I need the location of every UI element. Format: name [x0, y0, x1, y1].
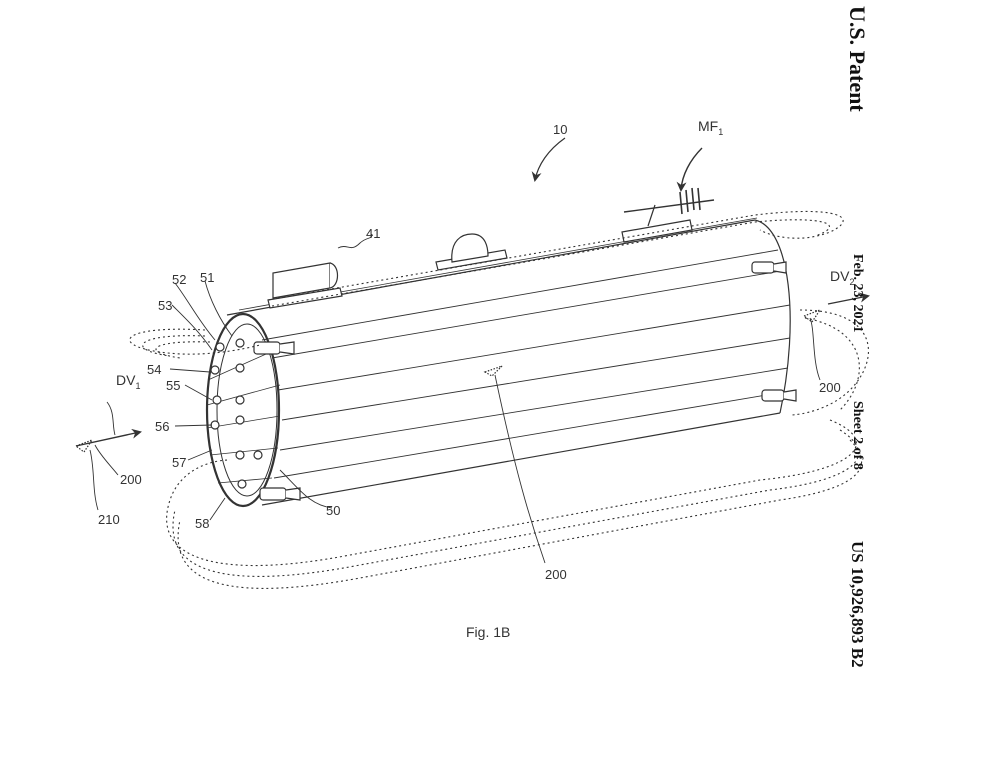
reference-57-text: 57: [172, 455, 187, 470]
label-dv2: DV2: [830, 268, 854, 287]
reference-200-left: 200: [120, 472, 142, 487]
label-mf1: MF1: [698, 118, 723, 137]
reference-58: 58: [195, 516, 209, 531]
reference-200-right-text: 200: [819, 380, 841, 395]
reference-52-text: 52: [172, 272, 187, 287]
mf1-sub: 1: [718, 126, 724, 137]
top-components: [267, 187, 715, 309]
reference-57: 57: [172, 455, 186, 470]
reference-51-text: 51: [200, 270, 215, 285]
reference-41: 41: [366, 226, 380, 241]
reference-50: 50: [326, 503, 340, 518]
reference-210: 210: [98, 512, 120, 527]
thrusters: [253, 261, 797, 501]
arrows: [74, 137, 870, 453]
dv2-sub: 2: [849, 276, 855, 287]
reference-50-text: 50: [326, 503, 341, 518]
field-lines: [129, 210, 869, 589]
cylinder-body: [226, 217, 791, 506]
reference-210-text: 210: [98, 512, 120, 527]
mf1-main: MF: [698, 118, 719, 134]
reference-55: 55: [166, 378, 180, 393]
reference-200-bottom: 200: [545, 567, 567, 582]
label-dv1: DV1: [116, 372, 140, 391]
patent-office-title: U.S. Patent: [845, 6, 870, 112]
reference-200-right: 200: [819, 380, 841, 395]
reference-56-text: 56: [155, 419, 170, 434]
reference-56: 56: [155, 419, 169, 434]
reference-200-left-text: 200: [120, 472, 142, 487]
patent-header-rotated: U.S. Patent Feb. 23, 2021 Sheet 2 of 8 U…: [843, 6, 871, 766]
patent-number: US 10,926,893 B2: [848, 541, 867, 668]
dv1-sub: 1: [135, 380, 141, 391]
patent-date: Feb. 23, 2021: [850, 254, 865, 333]
reference-51: 51: [200, 270, 214, 285]
figure-caption: Fig. 1B: [466, 624, 511, 640]
reference-58-text: 58: [195, 516, 210, 531]
reference-41-text: 41: [366, 226, 381, 241]
reference-53-text: 53: [158, 298, 173, 313]
reference-10: 10: [553, 122, 567, 137]
reference-54: 54: [147, 362, 161, 377]
reference-10-text: 10: [553, 122, 568, 137]
reference-200-bottom-text: 200: [545, 567, 567, 582]
front-ring: [205, 312, 281, 508]
reference-54-text: 54: [147, 362, 162, 377]
dv2-main: DV: [830, 268, 850, 284]
reference-53: 53: [158, 298, 172, 313]
reference-52: 52: [172, 272, 186, 287]
leader-lines: [89, 233, 821, 564]
dv1-main: DV: [116, 372, 136, 388]
sheet-number: Sheet 2 of 8: [850, 401, 865, 470]
reference-55-text: 55: [166, 378, 181, 393]
